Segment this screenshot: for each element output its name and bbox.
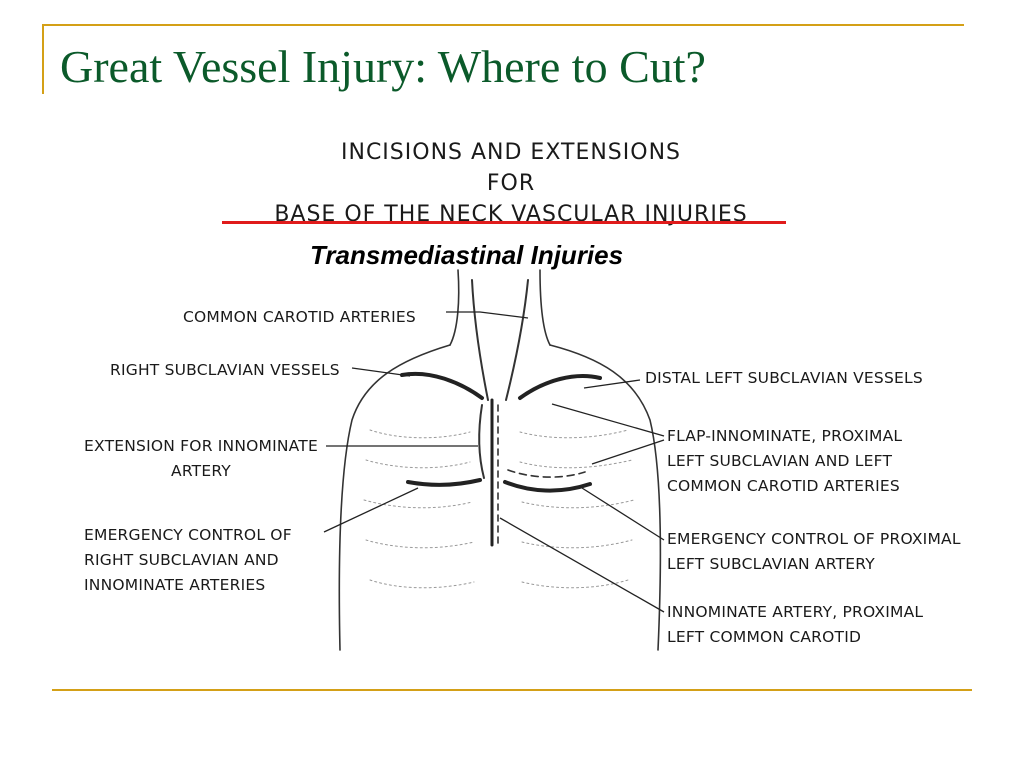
leader-emergency-right	[323, 487, 419, 533]
left-emergency-incision	[503, 480, 592, 493]
right-emergency-incision	[406, 478, 482, 487]
label-flap-innominate-line-3: COMMON CAROTID ARTERIES	[667, 477, 900, 495]
leader-innominate-proximal	[499, 517, 665, 613]
label-extension-innominate: EXTENSION FOR INNOMINATE ARTERY	[76, 434, 326, 484]
leader-emergency-left	[581, 487, 665, 541]
label-extension-innominate-line-1: EXTENSION FOR INNOMINATE	[84, 437, 318, 455]
leader-flap-2	[591, 439, 665, 465]
slide-left-rule	[42, 24, 44, 94]
label-distal-left-subclavian: DISTAL LEFT SUBCLAVIAN VESSELS	[645, 369, 923, 387]
slide-title: Great Vessel Injury: Where to Cut?	[60, 41, 706, 92]
leader-right-subclavian	[351, 367, 411, 377]
slide-bottom-rule	[52, 689, 972, 691]
leader-common-carotid	[446, 311, 529, 319]
neck-outline-right	[539, 269, 551, 346]
slide-top-rule	[42, 24, 964, 26]
leader-distal-left-subclavian	[583, 379, 641, 389]
left-flap-dashes	[507, 469, 586, 478]
torso-outline-left	[338, 344, 451, 651]
label-emergency-right-line-2: RIGHT SUBCLAVIAN AND	[84, 551, 279, 569]
left-carotid	[505, 279, 529, 401]
innominate-extension	[478, 404, 485, 479]
neck-outline-left	[449, 269, 460, 346]
label-innominate-proximal-line-1: INNOMINATE ARTERY, PROXIMAL	[667, 603, 924, 621]
label-innominate-proximal-line-2: LEFT COMMON CAROTID	[667, 628, 862, 646]
right-clavicle	[400, 371, 484, 400]
leader-flap-1	[551, 403, 665, 437]
left-rib-lines	[519, 429, 635, 589]
right-carotid	[471, 279, 489, 401]
label-flap-innominate-line-2: LEFT SUBCLAVIAN AND LEFT	[667, 452, 893, 470]
label-emergency-left-line-2: LEFT SUBCLAVIAN ARTERY	[667, 555, 875, 573]
label-emergency-right-line-1: EMERGENCY CONTROL OF	[84, 526, 292, 544]
label-extension-innominate-line-2: ARTERY	[171, 462, 231, 480]
heading-strikethrough	[222, 221, 786, 224]
diagram-heading-line-1: INCISIONS AND EXTENSIONS	[341, 140, 681, 165]
label-common-carotid: COMMON CAROTID ARTERIES	[183, 308, 416, 326]
torso-outline-right	[549, 344, 662, 651]
label-emergency-right-line-3: INNOMINATE ARTERIES	[84, 576, 266, 594]
right-rib-lines	[363, 429, 475, 589]
label-emergency-left-line-1: EMERGENCY CONTROL OF PROXIMAL	[667, 530, 961, 548]
left-clavicle	[518, 374, 602, 400]
label-innominate-proximal: INNOMINATE ARTERY, PROXIMAL LEFT COMMON …	[667, 600, 923, 650]
diagram-subtitle: Transmediastinal Injuries	[310, 240, 624, 270]
label-flap-innominate-line-1: FLAP-INNOMINATE, PROXIMAL	[667, 427, 903, 445]
diagram-heading-line-2: FOR	[486, 171, 536, 196]
label-flap-innominate: FLAP-INNOMINATE, PROXIMAL LEFT SUBCLAVIA…	[667, 424, 902, 499]
label-right-subclavian: RIGHT SUBCLAVIAN VESSELS	[110, 361, 340, 379]
label-emergency-left: EMERGENCY CONTROL OF PROXIMAL LEFT SUBCL…	[667, 527, 961, 577]
label-emergency-right: EMERGENCY CONTROL OF RIGHT SUBCLAVIAN AN…	[84, 523, 292, 598]
